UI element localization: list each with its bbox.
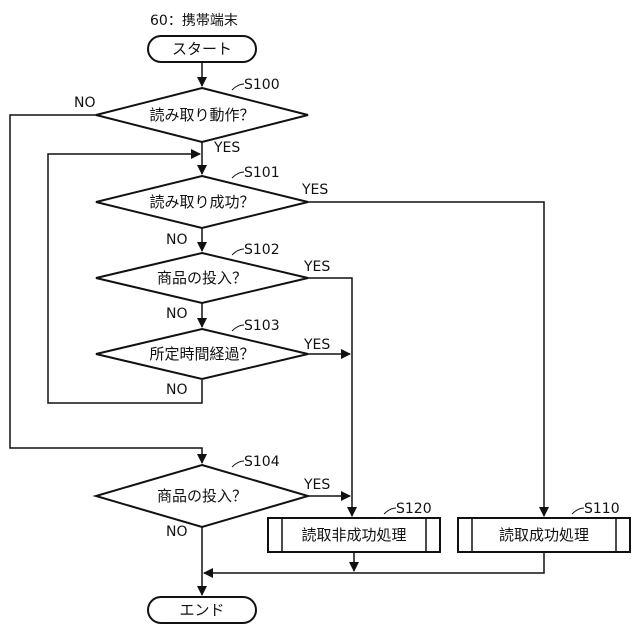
end-label: エンド — [179, 601, 224, 619]
step-id-s110: S110 — [584, 501, 620, 517]
process-s120-text: 読取非成功処理 — [301, 526, 406, 544]
connector-s110-out — [204, 552, 544, 573]
yes-label-s103: YES — [303, 337, 330, 353]
leader-s110 — [572, 508, 584, 514]
connector-s101-yes — [308, 202, 544, 516]
no-label-s101: NO — [166, 232, 188, 248]
no-label-s102: NO — [166, 306, 188, 322]
step-id-s104: S104 — [244, 454, 280, 470]
yes-label-s100: YES — [213, 140, 240, 156]
step-id-s100: S100 — [244, 77, 280, 93]
leader-s102 — [232, 249, 244, 255]
leader-s100 — [232, 84, 244, 90]
leader-s120 — [384, 508, 396, 514]
figure-label: 60：携帯端末 — [150, 13, 238, 29]
leader-s103 — [232, 325, 244, 331]
step-id-s101: S101 — [244, 165, 280, 181]
decision-s104-text: 商品の投入？ — [157, 487, 247, 505]
step-id-s102: S102 — [244, 242, 280, 258]
step-id-s120: S120 — [396, 501, 432, 517]
no-label-s104: NO — [166, 524, 188, 540]
step-id-s103: S103 — [244, 318, 280, 334]
decision-s101-text: 読み取り成功？ — [149, 193, 254, 211]
leader-s104 — [232, 461, 244, 467]
decision-s103-text: 所定時間経過？ — [149, 345, 254, 363]
process-s110-text: 読取成功処理 — [499, 526, 589, 544]
yes-label-s104: YES — [303, 477, 330, 493]
decision-s102-text: 商品の投入？ — [157, 269, 247, 287]
start-label: スタート — [172, 40, 232, 58]
decision-s100-text: 読み取り動作？ — [149, 106, 254, 124]
no-label-s100: NO — [74, 95, 96, 111]
yes-label-s102: YES — [303, 259, 330, 275]
leader-s101 — [232, 172, 244, 178]
no-label-s103: NO — [166, 382, 188, 398]
yes-label-s101: YES — [301, 182, 328, 198]
